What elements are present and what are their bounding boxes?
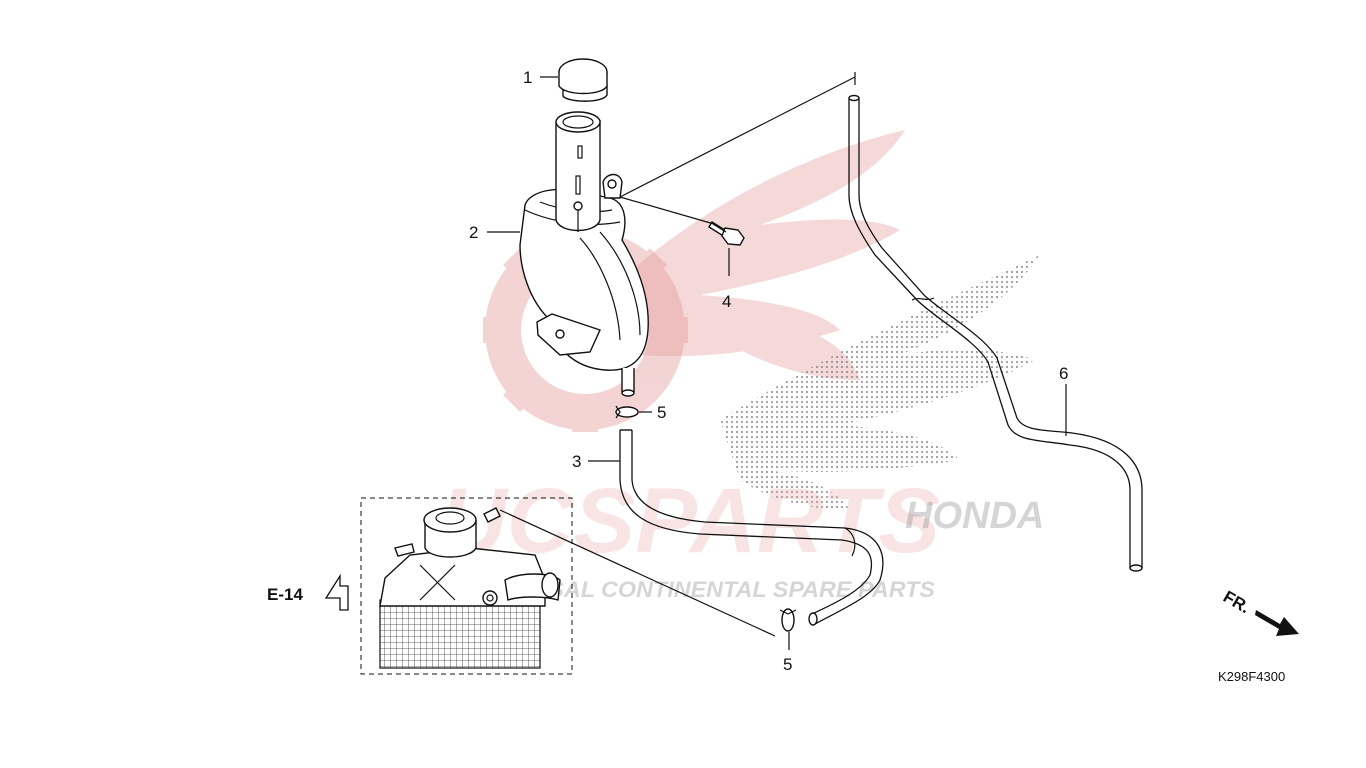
callout-2: 2 bbox=[469, 223, 478, 242]
siphon-tube bbox=[848, 94, 1143, 572]
arrow-down-right-solid-icon bbox=[1255, 610, 1299, 636]
reserve-tank bbox=[519, 111, 649, 397]
mounting-bolt bbox=[708, 221, 745, 246]
watermark-logo-text: HONDA bbox=[905, 495, 1044, 537]
callout-6: 6 bbox=[1059, 364, 1068, 383]
diagram-code: K298F4300 bbox=[1218, 669, 1285, 684]
direction-label: FR. bbox=[1220, 587, 1253, 617]
callout-4: 4 bbox=[722, 292, 731, 311]
front-direction-indicator: FR. bbox=[1220, 587, 1299, 636]
radiator-reference-box bbox=[360, 497, 573, 675]
hose-clamp-top bbox=[615, 405, 639, 419]
watermark-honda-wing-icon bbox=[720, 255, 1040, 510]
reserve-tank-cap bbox=[558, 58, 608, 102]
overflow-hose bbox=[619, 429, 884, 626]
hose-clamp-bottom bbox=[779, 608, 797, 632]
callout-1: 1 bbox=[523, 68, 532, 87]
callout-5-bottom: 5 bbox=[783, 655, 792, 674]
callout-3: 3 bbox=[572, 452, 581, 471]
callout-5-top: 5 bbox=[657, 403, 666, 422]
reference-label: E-14 bbox=[267, 585, 303, 604]
arrow-left-outline-icon bbox=[324, 573, 349, 611]
